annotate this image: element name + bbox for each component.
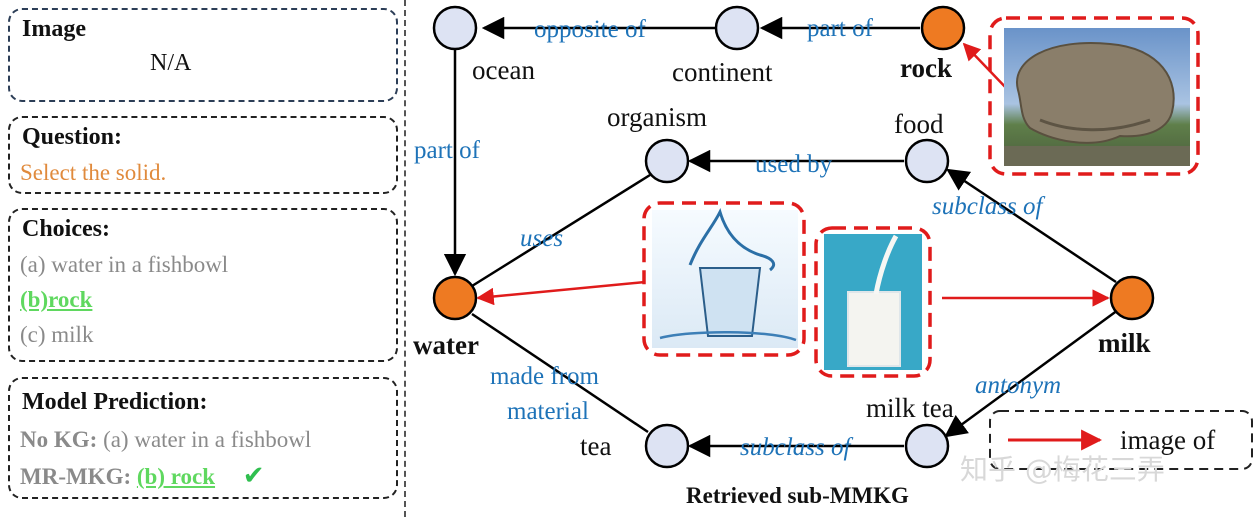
elabel-subclass-of-tea: subclass of (740, 434, 853, 461)
label-rock: rock (900, 53, 952, 83)
choice-c: (c) milk (20, 322, 94, 347)
image-panel-title: Image (22, 16, 86, 42)
elabel-material: material (507, 398, 589, 425)
divider (404, 0, 406, 517)
mrmkg-value: (b) rock (136, 464, 216, 489)
water-image-splash (688, 207, 776, 272)
elabel-uses: uses (520, 225, 563, 252)
legend-box (989, 410, 1253, 470)
legend: image of (989, 410, 1253, 470)
question-title: Question: (22, 124, 123, 150)
node-labels: ocean continent rock organism food water… (413, 53, 1151, 461)
milk-image-frame (814, 226, 932, 378)
elabel-part-of-top: part of (807, 15, 874, 42)
watermark: 知乎 @梅花三弄 (960, 453, 1165, 486)
edge-labels: opposite of part of part of used by subc… (414, 15, 1061, 461)
mrmkg-row: MR-MKG: (b) rock ✔ (20, 461, 265, 491)
choices-panel: Choices: (a) water in a fishbowl (b)rock… (8, 208, 398, 362)
node-ocean (432, 5, 478, 51)
label-continent: continent (672, 57, 773, 87)
choices-title: Choices: (22, 216, 110, 242)
water-image-puddle (659, 331, 797, 342)
rock-image (988, 16, 1200, 176)
label-water: water (413, 330, 479, 360)
label-ocean: ocean (472, 55, 535, 85)
choice-b: (b)rock (20, 287, 93, 312)
elabel-part-of-left: part of (414, 137, 481, 164)
graph-nodes (432, 5, 1155, 469)
nokg-value: (a) water in a fishbowl (103, 427, 312, 452)
image-of-edges (476, 42, 1110, 307)
water-image-glass (698, 267, 762, 337)
elabel-used-by: used by (755, 151, 833, 178)
node-rock (920, 5, 966, 51)
nokg-label: No KG: (20, 427, 98, 452)
node-milk (1109, 275, 1155, 321)
question-text: Select the solid. (20, 160, 167, 185)
graph-caption: Retrieved sub-MMKG (686, 483, 909, 508)
label-milktea: milk tea (866, 393, 954, 423)
prediction-title: Model Prediction: (22, 389, 208, 415)
image-panel: Image N/A (8, 8, 398, 102)
rock-image-frame (988, 16, 1200, 176)
milk-image (814, 226, 932, 378)
label-milk: milk (1098, 328, 1151, 358)
choice-a: (a) water in a fishbowl (20, 252, 229, 277)
milk-image-pour (873, 234, 899, 295)
edge-tea-water (471, 312, 649, 434)
node-organism (644, 138, 690, 184)
label-organism: organism (607, 102, 707, 132)
prediction-panel: Model Prediction: No KG: (a) water in a … (8, 377, 398, 499)
graph-edges (443, 16, 1119, 458)
mrmkg-label: MR-MKG: (20, 464, 132, 489)
elabel-made-from: made from (490, 363, 600, 390)
edge-waterimg-water (476, 280, 646, 306)
rock-image-boulder (1015, 42, 1175, 144)
legend-label: image of (1120, 425, 1215, 455)
water-image-frame (642, 201, 806, 357)
label-food: food (894, 109, 944, 139)
check-icon: ✔ (242, 461, 265, 490)
edge-milk-milktea (944, 308, 1119, 438)
elabel-antonym: antonym (975, 372, 1061, 399)
milk-image-glass (847, 291, 901, 367)
edge-organism-water (471, 173, 651, 288)
elabel-subclass-of-food: subclass of (932, 193, 1045, 220)
question-panel: Question: Select the solid. (8, 116, 398, 194)
edge-rockimg-rock (962, 42, 1011, 93)
image-panel-value: N/A (150, 50, 192, 76)
rock-image-ground (1004, 146, 1190, 166)
node-water (432, 275, 478, 321)
label-tea: tea (580, 431, 611, 461)
elabel-opposite-of: opposite of (534, 16, 646, 43)
rock-image-shade (1039, 118, 1151, 132)
node-food (904, 138, 950, 184)
node-continent (714, 5, 760, 51)
edge-milk-food (946, 168, 1117, 284)
node-milktea (904, 423, 950, 469)
node-tea (644, 423, 690, 469)
water-image (642, 201, 806, 357)
nokg-row: No KG: (a) water in a fishbowl (20, 427, 311, 453)
